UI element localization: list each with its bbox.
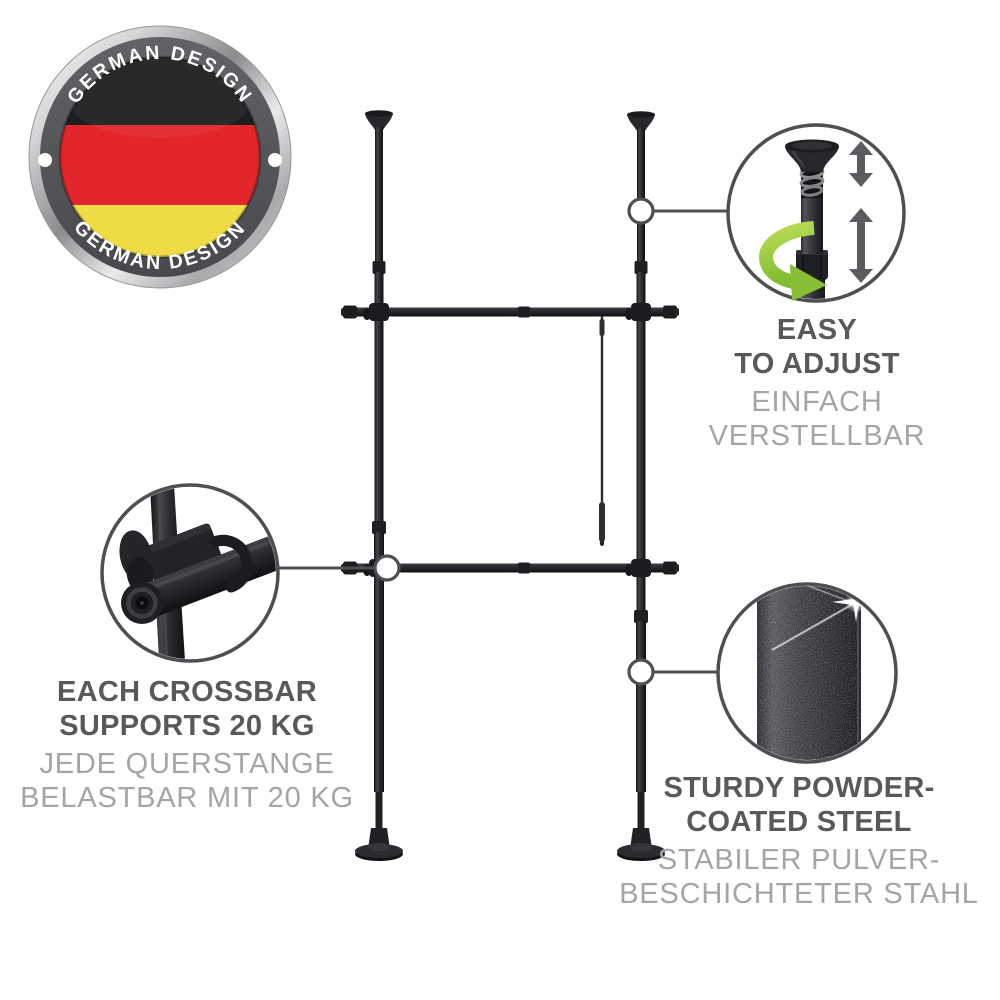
callout-subtitle-line: BESCHICHTETER STAHL — [619, 878, 979, 910]
clothes-rack — [341, 110, 679, 861]
callout-title-line: STURDY POWDER- — [663, 772, 935, 804]
hanging-strap — [599, 316, 605, 546]
callout-subtitle-line: EINFACH — [751, 386, 883, 418]
callout-subtitle-line: VERSTELLBAR — [708, 420, 926, 452]
up-down-arrow-icon — [849, 208, 873, 283]
german-design-badge: GERMAN DESIGN GERMAN DESIGN — [28, 25, 292, 289]
badge-dot-left — [38, 153, 52, 167]
crossbar-callout-text: EACH CROSSBAR SUPPORTS 20 KG JEDE QUERST… — [7, 675, 367, 815]
steel-texture-detail — [757, 586, 880, 760]
right-foot — [617, 828, 665, 861]
left-pole — [355, 110, 403, 861]
badge-dot-right — [268, 153, 282, 167]
joint-callout-anchor — [373, 554, 401, 582]
callout-title-line: TO ADJUST — [734, 348, 900, 380]
upper-crossbar — [341, 303, 679, 321]
steel-callout-text: STURDY POWDER- COATED STEEL STABILER PUL… — [619, 771, 979, 911]
rotate-arrow-icon — [758, 221, 827, 301]
callout-title-line: COATED STEEL — [686, 806, 912, 838]
callout-subtitle-line: STABILER PULVER- — [657, 844, 941, 876]
joint-detail-circle — [100, 483, 280, 663]
adjust-callout-text: EASY TO ADJUST EINFACH VERSTELLBAR — [657, 313, 977, 453]
callout-subtitle-line: JEDE QUERSTANGE — [39, 748, 335, 780]
callout-title-line: SUPPORTS 20 KG — [59, 710, 315, 742]
left-foot — [355, 828, 403, 861]
steel-detail-circle — [716, 582, 898, 764]
up-down-arrow-icon — [849, 141, 873, 187]
callout-subtitle-line: BELASTBAR MIT 20 KG — [20, 782, 354, 814]
badge-flag-rim — [58, 55, 262, 259]
crossbar-joint-detail — [119, 487, 276, 659]
callout-title-line: EACH CROSSBAR — [56, 676, 318, 708]
right-pole — [617, 111, 665, 861]
steel-callout-anchor — [627, 658, 655, 686]
adjust-callout-anchor — [627, 197, 655, 225]
adjust-detail-circle — [726, 123, 906, 303]
callout-title-line: EASY — [776, 314, 858, 346]
